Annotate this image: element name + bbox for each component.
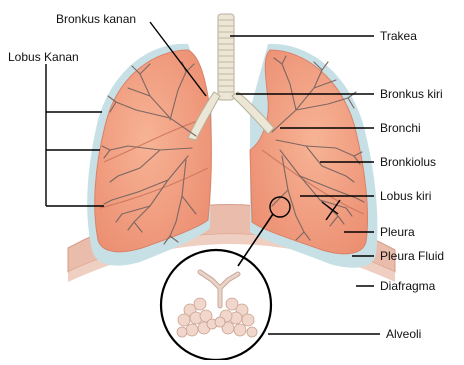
- label-bronkiolus: Bronkiolus: [380, 155, 436, 169]
- label-lobus-kanan: Lobus Kanan: [8, 50, 79, 64]
- label-trakea: Trakea: [380, 29, 417, 43]
- label-bronkus-kiri: Bronkus kiri: [380, 87, 443, 101]
- label-bronkus-kanan: Bronkus kanan: [56, 12, 136, 26]
- label-lobus-kiri: Lobus kiri: [380, 189, 431, 203]
- label-pleura-fluid: Pleura Fluid: [380, 249, 444, 263]
- label-pleura: Pleura: [380, 225, 415, 239]
- label-diafragma: Diafragma: [380, 279, 435, 293]
- label-alveoli: Alveoli: [386, 327, 421, 341]
- alveoli-callout-circle: [161, 250, 271, 360]
- label-bronchi: Bronchi: [380, 121, 421, 135]
